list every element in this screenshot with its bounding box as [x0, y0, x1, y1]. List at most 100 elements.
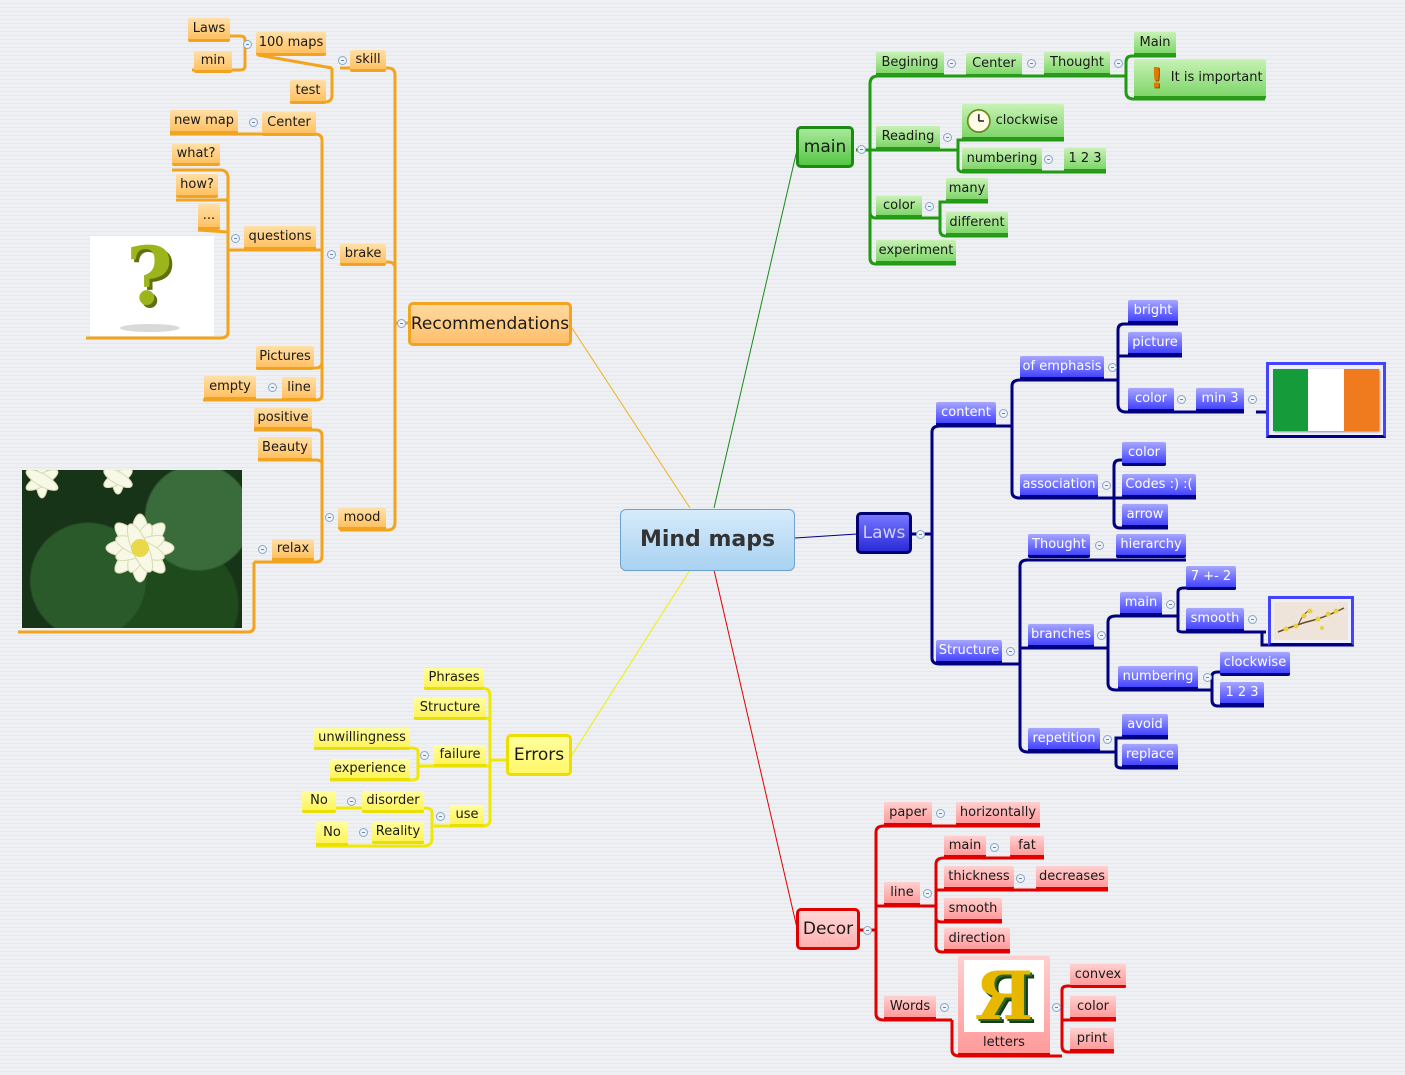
collapse-icon[interactable] — [1103, 735, 1112, 744]
node-positive[interactable]: positive — [254, 408, 312, 430]
node-reality[interactable]: Reality — [372, 822, 424, 844]
node-smooth[interactable]: smooth — [1186, 608, 1244, 632]
node-bright[interactable]: bright — [1128, 300, 1178, 324]
node-association[interactable]: association — [1020, 474, 1098, 498]
collapse-icon[interactable] — [943, 133, 952, 142]
node-repetition[interactable]: repetition — [1028, 728, 1100, 752]
collapse-icon[interactable] — [1177, 395, 1186, 404]
collapse-icon[interactable] — [1203, 673, 1212, 682]
node-123[interactable]: 1 2 3 — [1064, 148, 1106, 172]
node-use[interactable]: use — [450, 805, 484, 827]
node-clockwise[interactable]: clockwise — [1220, 652, 1290, 676]
node-many[interactable]: many — [946, 178, 988, 202]
node-thickness[interactable]: thickness — [944, 866, 1014, 890]
collapse-icon[interactable] — [359, 828, 368, 837]
node-structure[interactable]: Structure — [936, 640, 1002, 664]
collapse-icon[interactable] — [1097, 631, 1106, 640]
node-print[interactable]: print — [1070, 1028, 1114, 1052]
node-thought[interactable]: Thought — [1044, 52, 1110, 76]
collapse-icon[interactable] — [420, 751, 429, 760]
node-dots[interactable]: ... — [198, 204, 220, 230]
collapse-icon[interactable] — [436, 812, 445, 821]
collapse-icon[interactable] — [1248, 395, 1257, 404]
collapse-icon[interactable] — [936, 809, 945, 818]
collapse-icon[interactable] — [916, 530, 925, 539]
collapse-icon[interactable] — [1052, 1003, 1061, 1012]
node-relax[interactable]: relax — [272, 539, 314, 561]
node-new-map[interactable]: new map — [170, 110, 238, 134]
collapse-icon[interactable] — [863, 926, 872, 935]
central-topic[interactable]: Mind maps — [620, 509, 795, 571]
node-line[interactable]: line — [884, 882, 920, 906]
node-picture[interactable]: picture — [1128, 332, 1182, 356]
node-paper[interactable]: paper — [884, 802, 932, 826]
collapse-icon[interactable] — [231, 234, 240, 243]
collapse-icon[interactable] — [925, 202, 934, 211]
node-horizontally[interactable]: horizontally — [956, 802, 1040, 826]
collapse-icon[interactable] — [1102, 481, 1111, 490]
node-it-is-important[interactable]: ! It is important — [1134, 59, 1266, 99]
node-questions[interactable]: questions — [244, 226, 316, 250]
node-100-maps[interactable]: 100 maps — [256, 32, 326, 56]
node-color[interactable]: color — [1070, 996, 1116, 1020]
topic-main[interactable]: main — [796, 126, 854, 168]
collapse-icon[interactable] — [923, 889, 932, 898]
topic-errors[interactable]: Errors — [506, 734, 572, 776]
collapse-icon[interactable] — [347, 797, 356, 806]
node-beauty[interactable]: Beauty — [258, 437, 312, 461]
collapse-icon[interactable] — [999, 409, 1008, 418]
collapse-icon[interactable] — [243, 40, 252, 49]
node-disorder[interactable]: disorder — [362, 791, 424, 813]
node-no-2[interactable]: No — [316, 822, 348, 846]
node-numbering[interactable]: numbering — [962, 148, 1042, 172]
collapse-icon[interactable] — [1248, 615, 1257, 624]
collapse-icon[interactable] — [1044, 155, 1053, 164]
node-numbering[interactable]: numbering — [1118, 666, 1198, 690]
collapse-icon[interactable] — [397, 319, 406, 328]
collapse-icon[interactable] — [1027, 59, 1036, 68]
node-color[interactable]: color — [1128, 388, 1174, 412]
node-pictures[interactable]: Pictures — [256, 346, 314, 370]
node-direction[interactable]: direction — [944, 928, 1010, 952]
collapse-icon[interactable] — [1108, 363, 1117, 372]
collapse-icon[interactable] — [268, 383, 277, 392]
topic-decor[interactable]: Decor — [796, 908, 860, 950]
node-begining[interactable]: Begining — [876, 52, 944, 76]
node-arrow[interactable]: arrow — [1122, 504, 1168, 528]
node-skill[interactable]: skill — [350, 50, 386, 72]
node-replace[interactable]: replace — [1122, 744, 1178, 768]
node-color[interactable]: color — [876, 196, 922, 218]
node-clockwise[interactable]: clockwise — [962, 104, 1064, 140]
collapse-icon[interactable] — [857, 145, 866, 154]
node-decreases[interactable]: decreases — [1036, 866, 1108, 890]
node-letters[interactable]: Я letters — [958, 956, 1050, 1056]
collapse-icon[interactable] — [1166, 600, 1175, 609]
node-experience[interactable]: experience — [330, 759, 410, 781]
node-laws[interactable]: Laws — [188, 18, 230, 42]
collapse-icon[interactable] — [325, 513, 334, 522]
node-mood[interactable]: mood — [338, 508, 386, 530]
node-no-1[interactable]: No — [302, 791, 336, 813]
collapse-icon[interactable] — [258, 545, 267, 554]
collapse-icon[interactable] — [1095, 541, 1104, 550]
node-structure[interactable]: Structure — [414, 698, 486, 720]
node-min-3[interactable]: min 3 — [1196, 388, 1244, 412]
node-123[interactable]: 1 2 3 — [1220, 682, 1264, 706]
collapse-icon[interactable] — [940, 1003, 949, 1012]
collapse-icon[interactable] — [327, 250, 336, 259]
topic-recommendations[interactable]: Recommendations — [408, 302, 572, 346]
collapse-icon[interactable] — [947, 59, 956, 68]
collapse-icon[interactable] — [1016, 874, 1025, 883]
node-main[interactable]: main — [944, 836, 986, 858]
node-test[interactable]: test — [290, 80, 326, 104]
node-what[interactable]: what? — [172, 144, 220, 166]
node-experiment[interactable]: experiment — [876, 240, 956, 264]
collapse-icon[interactable] — [990, 843, 999, 852]
node-failure[interactable]: failure — [434, 745, 486, 767]
node-unwillingness[interactable]: unwillingness — [314, 728, 410, 750]
node-different[interactable]: different — [946, 212, 1008, 236]
node-hierarchy[interactable]: hierarchy — [1116, 534, 1186, 558]
node-content[interactable]: content — [936, 402, 996, 426]
node-min[interactable]: min — [194, 51, 232, 73]
node-main[interactable]: Main — [1134, 32, 1176, 56]
